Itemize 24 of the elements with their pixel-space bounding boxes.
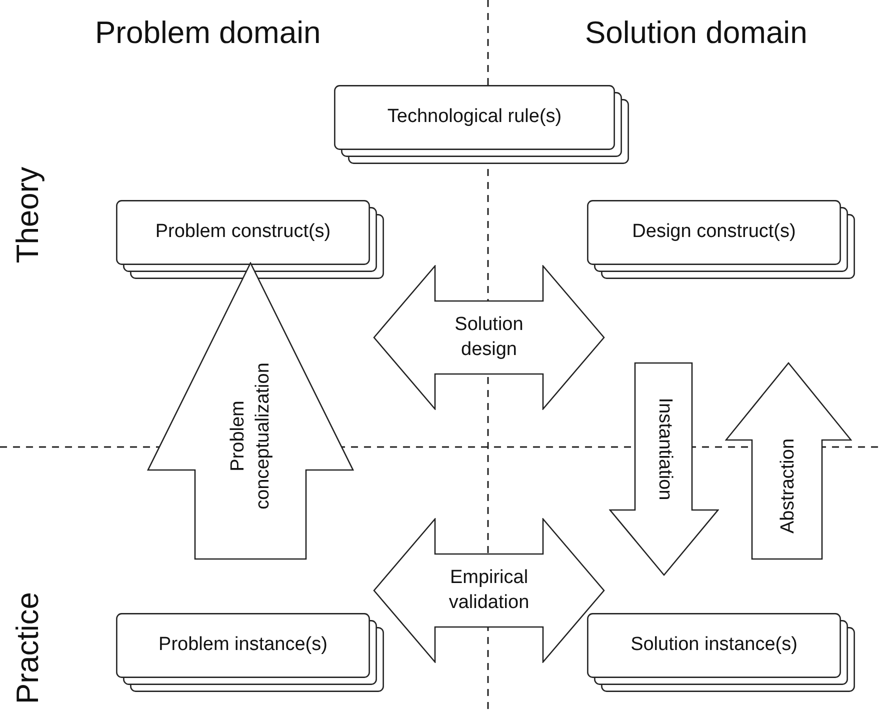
node-label: Empirical validation [448, 566, 530, 614]
row-heading: Practice [10, 592, 46, 704]
node-label: Solution design [454, 312, 524, 362]
double-arrow [373, 518, 605, 663]
up-arrow [147, 262, 354, 560]
node-label: Solution instance(s) [630, 633, 798, 658]
node-label: Design construct(s) [631, 220, 797, 244]
node-label: Technological rule(s) [386, 105, 563, 130]
stacked-box [587, 200, 855, 279]
stacked-box [116, 200, 384, 279]
node-label: Problem instance(s) [158, 633, 328, 658]
node-label: Instantiation [653, 396, 676, 502]
double-arrow [373, 265, 605, 410]
stacked-box [116, 613, 384, 692]
node-label: Abstraction [776, 437, 800, 536]
node-label: Problem conceptualization [226, 362, 274, 512]
row-heading: Theory [10, 166, 46, 264]
down-arrow [609, 362, 719, 576]
column-heading: Problem domain [95, 15, 321, 51]
up-arrow [725, 362, 852, 560]
column-heading: Solution domain [585, 15, 808, 51]
stacked-box [334, 85, 629, 164]
node-label: Problem construct(s) [154, 220, 332, 244]
stacked-box [587, 613, 855, 692]
